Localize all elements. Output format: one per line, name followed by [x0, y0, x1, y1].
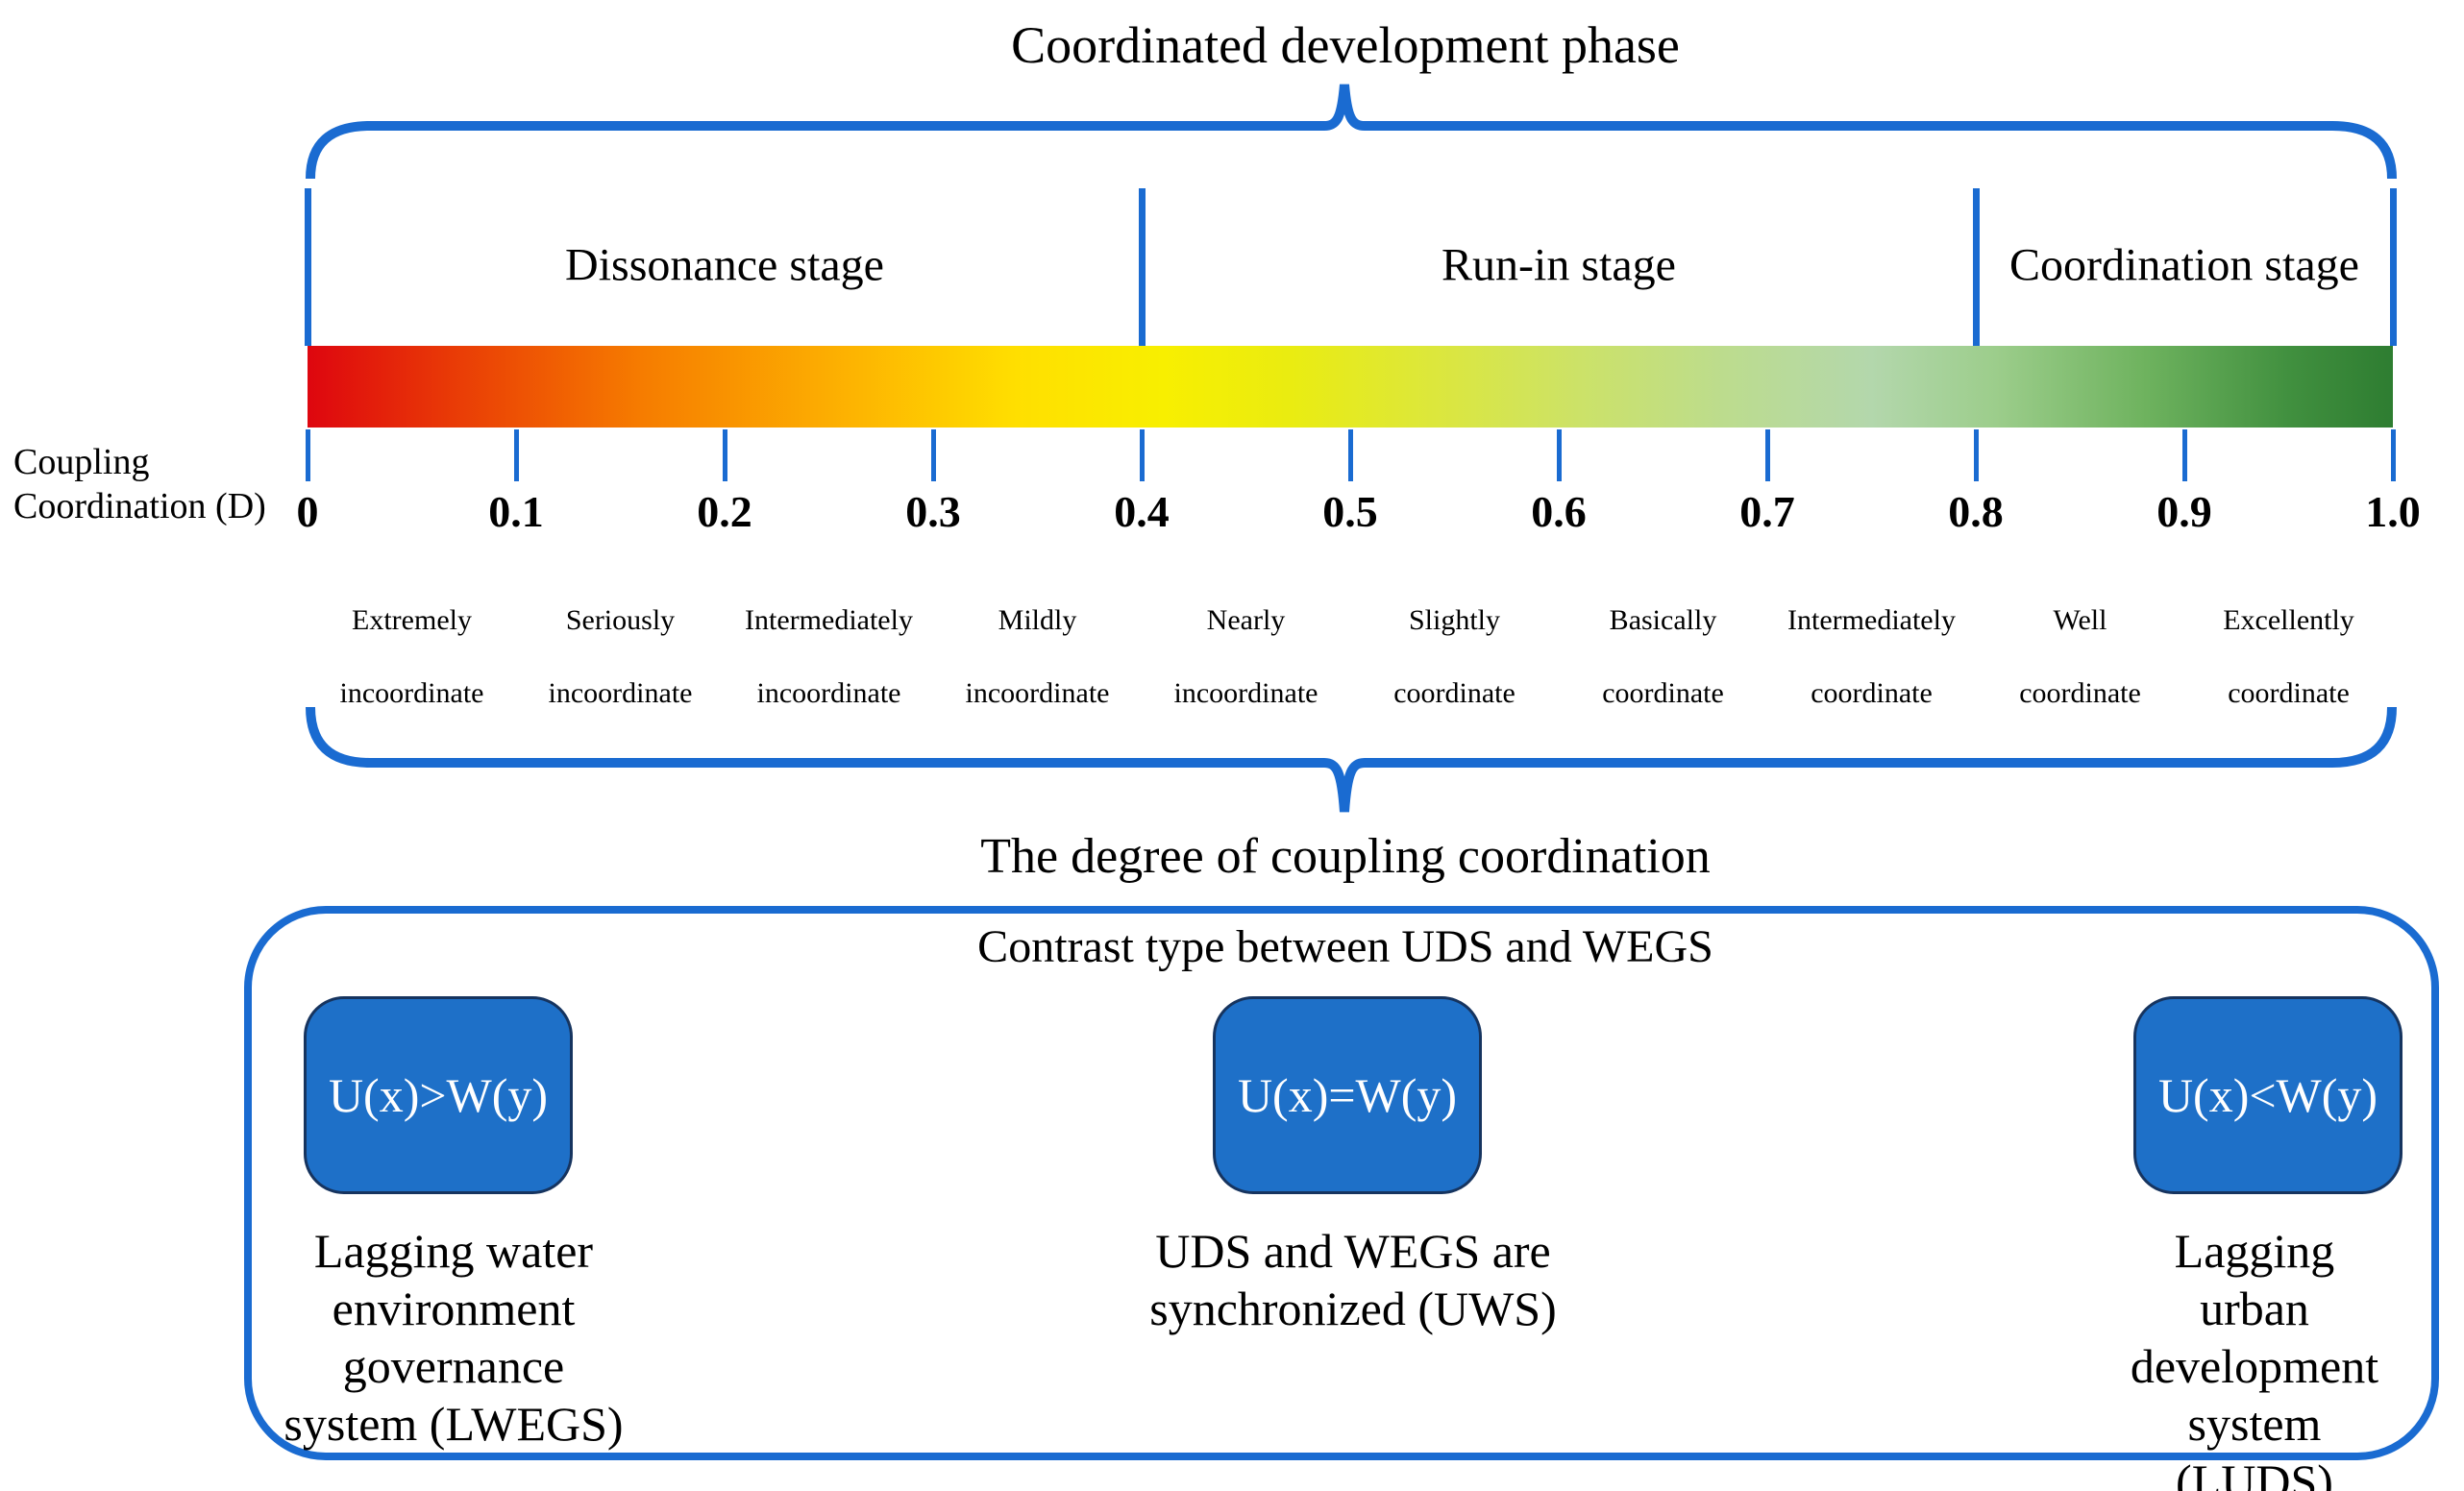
stage-divider	[1138, 188, 1146, 346]
category-line2: incoordinate	[548, 677, 693, 709]
scale-tick	[930, 429, 936, 481]
tick-value: 1.0	[2365, 487, 2421, 536]
tick-value: 0	[296, 487, 319, 536]
phase-title: Coordinated development phase	[1011, 16, 1680, 74]
category-line2: incoordinate	[1173, 677, 1318, 709]
scale-tick	[513, 429, 519, 481]
scale-tick	[1139, 429, 1145, 481]
category-line2: coordinate	[2019, 677, 2141, 709]
scale-tick	[1347, 429, 1353, 481]
category-line2: coordinate	[1393, 677, 1515, 709]
category-label: Slightly coordinate	[1393, 584, 1515, 730]
tick-value: 0.8	[1948, 487, 2004, 536]
category-label: Seriously incoordinate	[549, 584, 693, 730]
category-line1: Nearly	[1206, 604, 1286, 636]
category-line1: Well	[2053, 604, 2107, 636]
stage-label: Coordination stage	[2009, 239, 2359, 291]
formula-box: U(x)>W(y)	[304, 996, 573, 1194]
category-line2: incoordinate	[756, 677, 901, 709]
top-brace	[306, 84, 2397, 180]
category-label: Nearly incoordinate	[1174, 584, 1318, 730]
scale-tick	[1973, 429, 1979, 481]
formula-text: U(x)<W(y)	[2157, 1068, 2378, 1122]
category-line1: Intermediately	[1787, 604, 1956, 636]
category-line1: Excellently	[2223, 604, 2354, 636]
formula-box: U(x)=W(y)	[1213, 996, 1482, 1194]
tick-value: 0.2	[697, 487, 752, 536]
category-line1: Basically	[1609, 604, 1717, 636]
category-label: Well coordinate	[2019, 584, 2141, 730]
category-line2: coordinate	[2228, 677, 2350, 709]
category-line2: coordinate	[1602, 677, 1724, 709]
category-line1: Intermediately	[745, 604, 913, 636]
contrast-title: Contrast type between UDS and WEGS	[977, 921, 1713, 972]
stage-divider	[1972, 188, 1980, 346]
category-label: Intermediately coordinate	[1787, 584, 1956, 730]
formula-box: U(x)<W(y)	[2133, 996, 2402, 1194]
category-label: Excellently coordinate	[2223, 584, 2354, 730]
scale-tick	[2390, 429, 2396, 481]
tick-value: 0.3	[905, 487, 961, 536]
tick-value: 0.9	[2156, 487, 2212, 536]
tick-value: 0.4	[1114, 487, 1170, 536]
category-label: Basically coordinate	[1602, 584, 1724, 730]
scale-tick	[1556, 429, 1562, 481]
category-line2: incoordinate	[339, 677, 484, 709]
contrast-caption: Lagging urban development system (LUDS)	[2130, 1224, 2379, 1491]
tick-value: 0.6	[1531, 487, 1587, 536]
contrast-caption: Lagging water environment governance sys…	[283, 1224, 624, 1451]
category-line2: incoordinate	[965, 677, 1110, 709]
degree-caption: The degree of coupling coordination	[980, 829, 1711, 884]
stage-label: Run-in stage	[1441, 239, 1676, 291]
coupling-gradient-bar	[308, 346, 2393, 428]
category-label: Mildly incoordinate	[966, 584, 1110, 730]
category-line2: coordinate	[1811, 677, 1933, 709]
axis-label: Coupling Coordination (D)	[13, 440, 266, 528]
category-label: Intermediately incoordinate	[745, 584, 913, 730]
stage-label: Dissonance stage	[565, 239, 884, 291]
formula-text: U(x)=W(y)	[1237, 1068, 1458, 1122]
contrast-container	[244, 906, 2439, 1460]
contrast-caption: UDS and WEGS are synchronized (UWS)	[1149, 1224, 1557, 1335]
scale-tick	[305, 429, 310, 481]
stage-divider	[304, 188, 311, 346]
scale-tick	[2181, 429, 2187, 481]
axis-label-line1: Coupling	[13, 442, 150, 482]
stage-divider	[2389, 188, 2397, 346]
category-line1: Extremely	[352, 604, 472, 636]
formula-text: U(x)>W(y)	[328, 1068, 549, 1122]
tick-value: 0.7	[1739, 487, 1795, 536]
tick-value: 0.5	[1322, 487, 1378, 536]
tick-value: 0.1	[488, 487, 544, 536]
scale-tick	[1764, 429, 1770, 481]
scale-tick	[722, 429, 727, 481]
category-line1: Slightly	[1408, 604, 1501, 636]
category-line1: Mildly	[998, 604, 1077, 636]
category-line1: Seriously	[565, 604, 676, 636]
axis-label-line2: Coordination (D)	[13, 486, 266, 526]
category-label: Extremely incoordinate	[340, 584, 484, 730]
